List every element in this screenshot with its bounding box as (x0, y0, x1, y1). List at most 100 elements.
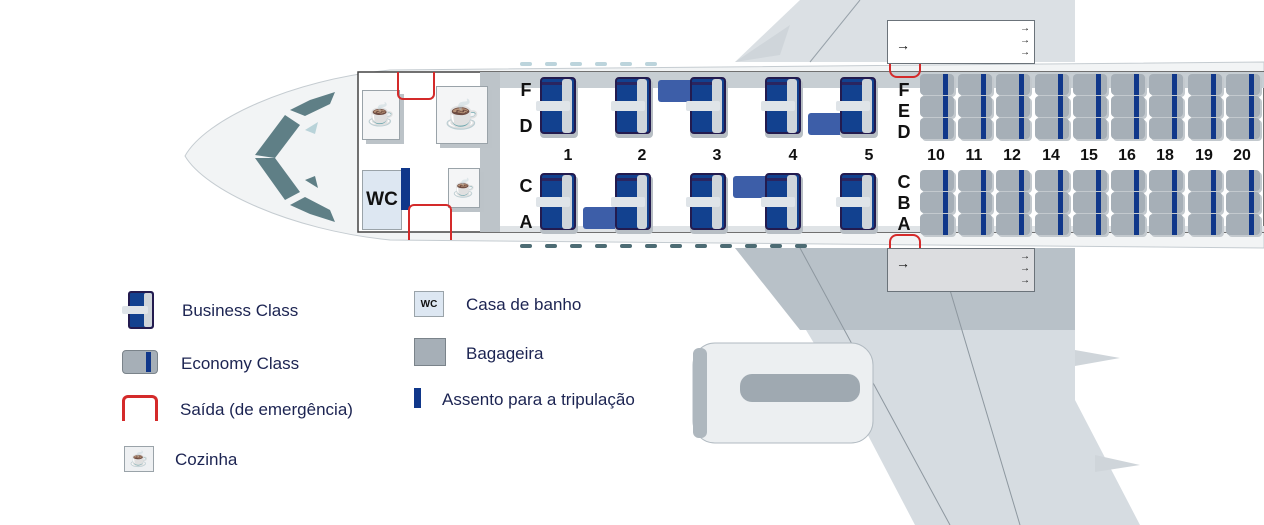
economy-seat-16B[interactable] (1111, 192, 1145, 213)
economy-seat-16D[interactable] (1111, 118, 1145, 139)
legend-label: Assento para a tripulação (442, 390, 635, 409)
row-number: 3 (712, 147, 722, 164)
wc-label: WC (366, 189, 398, 210)
business-seat-5FD[interactable] (808, 77, 882, 139)
seat-letter-D: D (897, 122, 911, 142)
economy-seat-11F[interactable] (958, 74, 992, 95)
economy-seat-14F[interactable] (1035, 74, 1069, 95)
row-number: 15 (1080, 147, 1098, 164)
arrow-right-icon: → (1020, 47, 1030, 58)
economy-seat-15D[interactable] (1073, 118, 1107, 139)
crew-seat-strip (1134, 74, 1139, 95)
economy-seat-20F[interactable] (1226, 74, 1260, 95)
economy-seat-19E[interactable] (1188, 96, 1222, 117)
economy-seat-16F[interactable] (1111, 74, 1145, 95)
economy-seat-16C[interactable] (1111, 170, 1145, 191)
economy-seat-20C[interactable] (1226, 170, 1260, 191)
economy-seat-18D[interactable] (1149, 118, 1183, 139)
economy-seat-16A[interactable] (1111, 214, 1145, 235)
economy-seat-14D[interactable] (1035, 118, 1069, 139)
crew-seat-strip (1172, 74, 1177, 95)
economy-seat-18C[interactable] (1149, 170, 1183, 191)
economy-seat-20D[interactable] (1226, 118, 1260, 139)
crew-seat-strip (1172, 192, 1177, 213)
business-seat-3CA[interactable] (686, 173, 732, 235)
arrow-right-icon: → (896, 37, 910, 53)
economy-seat-14C[interactable] (1035, 170, 1069, 191)
crew-seat-strip (1096, 192, 1101, 213)
economy-seat-14A[interactable] (1035, 214, 1069, 235)
economy-seat-18A[interactable] (1149, 214, 1183, 235)
economy-seat-10C[interactable] (920, 170, 954, 191)
economy-seat-20E[interactable] (1226, 96, 1260, 117)
economy-seat-11E[interactable] (958, 96, 992, 117)
economy-seat-15B[interactable] (1073, 192, 1107, 213)
row-number: 2 (637, 147, 647, 164)
economy-seat-12E[interactable] (996, 96, 1030, 117)
economy-seat-14B[interactable] (1035, 192, 1069, 213)
economy-seat-12C[interactable] (996, 170, 1030, 191)
exit-icon (122, 395, 158, 421)
exit-front-left (397, 72, 435, 100)
exit-overwing-left (889, 62, 921, 78)
crew-seat-strip (943, 214, 948, 235)
business-seat-1CA[interactable] (536, 173, 582, 235)
business-seat-4CA[interactable] (733, 173, 807, 235)
seat-letter-C: C (897, 172, 911, 192)
economy-seat-19B[interactable] (1188, 192, 1222, 213)
economy-seat-10E[interactable] (920, 96, 954, 117)
economy-seat-18E[interactable] (1149, 96, 1183, 117)
seat-letter-C: C (519, 176, 533, 196)
economy-seat-15E[interactable] (1073, 96, 1107, 117)
row-number: 18 (1156, 147, 1174, 164)
economy-seat-12B[interactable] (996, 192, 1030, 213)
business-seat-1FD[interactable] (536, 77, 582, 139)
coffee-cup-icon: ☕ (452, 178, 476, 198)
economy-seat-19A[interactable] (1188, 214, 1222, 235)
economy-seat-19D[interactable] (1188, 118, 1222, 139)
crew-seat (401, 168, 410, 210)
business-seat-3FD[interactable] (658, 77, 732, 139)
economy-seat-20B[interactable] (1226, 192, 1260, 213)
economy-seat-16E[interactable] (1111, 96, 1145, 117)
economy-seat-15A[interactable] (1073, 214, 1107, 235)
economy-seat-10A[interactable] (920, 214, 954, 235)
economy-seat-10D[interactable] (920, 118, 954, 139)
crew-seat-strip (1019, 96, 1024, 117)
economy-seat-11A[interactable] (958, 214, 992, 235)
crew-seat-strip (1058, 170, 1063, 191)
economy-seat-18F[interactable] (1149, 74, 1183, 95)
economy-seat-19F[interactable] (1188, 74, 1222, 95)
crew-seat-strip (981, 118, 986, 139)
business-seat-4FD[interactable] (761, 77, 807, 139)
crew-seat-strip (943, 118, 948, 139)
crew-seat-strip (943, 74, 948, 95)
economy-seat-11D[interactable] (958, 118, 992, 139)
economy-seat-11B[interactable] (958, 192, 992, 213)
crew-seat-strip (1249, 96, 1254, 117)
legend-label: Cozinha (175, 450, 238, 469)
row-number: 16 (1118, 147, 1136, 164)
business-seat-2FD[interactable] (611, 77, 657, 139)
crew-seat-strip (1172, 118, 1177, 139)
economy-seat-14E[interactable] (1035, 96, 1069, 117)
business-seat-icon (122, 291, 156, 331)
economy-seat-15C[interactable] (1073, 170, 1107, 191)
crew-seat-strip (1134, 118, 1139, 139)
crew-seat-strip (1249, 74, 1254, 95)
crew-seat-strip (1134, 192, 1139, 213)
crew-seat-strip (943, 192, 948, 213)
arrow-right-icon: → (1020, 263, 1030, 274)
economy-seat-12F[interactable] (996, 74, 1030, 95)
economy-seat-10F[interactable] (920, 74, 954, 95)
business-seat-5CA[interactable] (836, 173, 882, 235)
economy-seat-19C[interactable] (1188, 170, 1222, 191)
economy-seat-12D[interactable] (996, 118, 1030, 139)
business-seat-2CA[interactable] (583, 173, 657, 235)
economy-seat-18B[interactable] (1149, 192, 1183, 213)
economy-seat-11C[interactable] (958, 170, 992, 191)
economy-seat-15F[interactable] (1073, 74, 1107, 95)
economy-seat-12A[interactable] (996, 214, 1030, 235)
economy-seat-10B[interactable] (920, 192, 954, 213)
economy-seat-20A[interactable] (1226, 214, 1260, 235)
